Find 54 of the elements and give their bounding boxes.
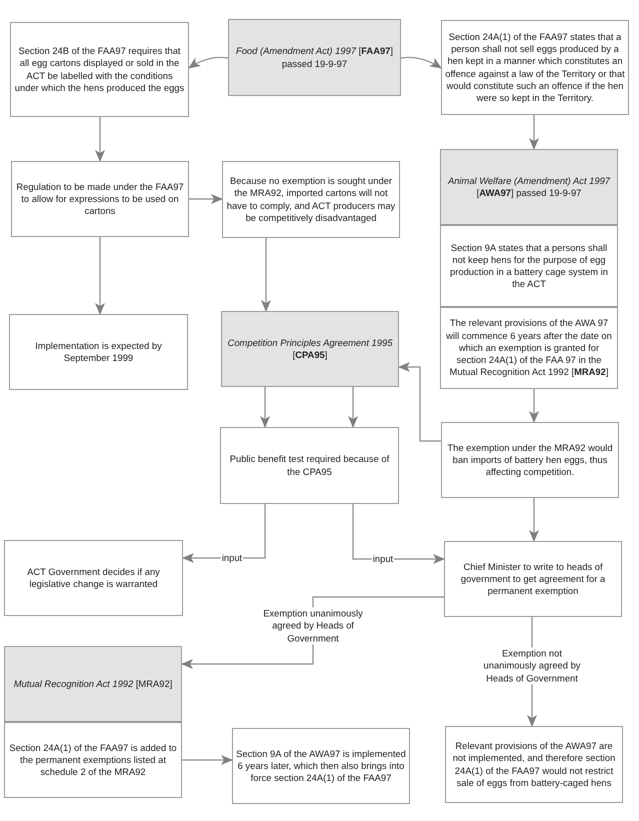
box-text: Section 24B of the FAA97 requires that all egg cartons displayed or sold in the ACT be labelled with the conditions under which the hens produced the eggs [14,45,185,94]
box-text: Competition Principles Agreement 1995 [CPA95] [226,336,394,362]
box-text: The relevant provisions of the AWA 97 will commence 6 years after the date on which an exemption is granted for section 24A(1) of the FAA 97 in the Mutual Recognition Act 1992 [MRA92] [445,317,613,379]
box-text: Section 24A(1) of the FAA97 is added to the permanent exemptions listed at schedule 2 of the MRA92 [8,742,178,778]
box-text: Animal Welfare (Amendment) Act 1997 [AWA97] passed 19-9-97 [446,174,612,200]
process-box [10,22,189,117]
process-box [440,225,618,307]
arrow [95,117,105,162]
process-box [441,422,619,498]
arrow [182,504,266,563]
process-box [4,722,182,798]
box-text: Relevant provisions of the AWA97 are not implemented, and therefore section 24A(1) of the FAA97 would not restrict sale of eggs from battery-caged hens [452,740,616,789]
arrow [189,194,223,204]
act-title-box [221,311,399,387]
process-box [222,161,400,238]
arrow [529,115,539,150]
process-box [441,20,629,115]
box-text: The exemption under the MRA92 would ban imports of battery hen eggs, thus affecting competition. [446,442,614,478]
act-title-box [228,19,401,96]
process-box [11,161,189,237]
arrow [181,596,444,669]
edge-label: input [220,552,244,564]
box-text: Public benefit test required because of the CPA95 [228,453,390,478]
edge-label: input [372,552,394,566]
process-box [444,541,622,617]
process-box [9,314,188,390]
box-text: Chief Minister to write to heads of government to get agreement for a permanent exemption [460,560,606,598]
process-box [445,726,623,803]
box-text: Section 9A states that a persons shall not keep hens for the purpose of egg production in a battery cage system in the ACT [449,242,609,290]
arrow [188,56,228,69]
arrow [182,755,233,765]
arrow [352,504,445,564]
arrow [261,238,271,312]
arrow [260,387,270,428]
process-box [232,728,410,804]
process-box [220,427,399,504]
arrow [95,237,105,315]
process-box [4,540,183,616]
box-text: Section 24A(1) of the FAA97 states that a person shall not sell eggs produced by a hen kept in a manner which constitutes an offence against a law of the Territory or that would constitute such an offence if the hen were so kept in the Territory. [445,30,625,104]
box-text: Implementation is expected by September 1999 [34,340,163,364]
arrow [398,362,441,442]
box-text: ACT Government decides if any legislative change is warranted [26,566,161,590]
arrow [529,389,539,423]
arrow [348,387,358,428]
arrow [400,56,442,69]
box-text: Because no exemption is sought under the MRA92, imported cartons will not have to comply, and ACT producers may be competitively disadvantaged [226,175,396,224]
box-text: Section 9A of the AWA97 is implemented 6 years later, which then also brings into force section 24A(1) of the FAA97 [236,748,406,784]
arrow [529,498,539,542]
box-text: Regulation to be made under the FAA97 to allow for expressions to be used on cartons [15,180,185,218]
process-box [440,307,618,389]
act-title-box [440,149,618,225]
act-title-box [4,646,182,722]
box-text: Food (Amendment Act) 1997 [FAA97] passed 19-9-97 [234,45,394,70]
box-text: Mutual Recognition Act 1992 [MRA92] [14,678,172,690]
